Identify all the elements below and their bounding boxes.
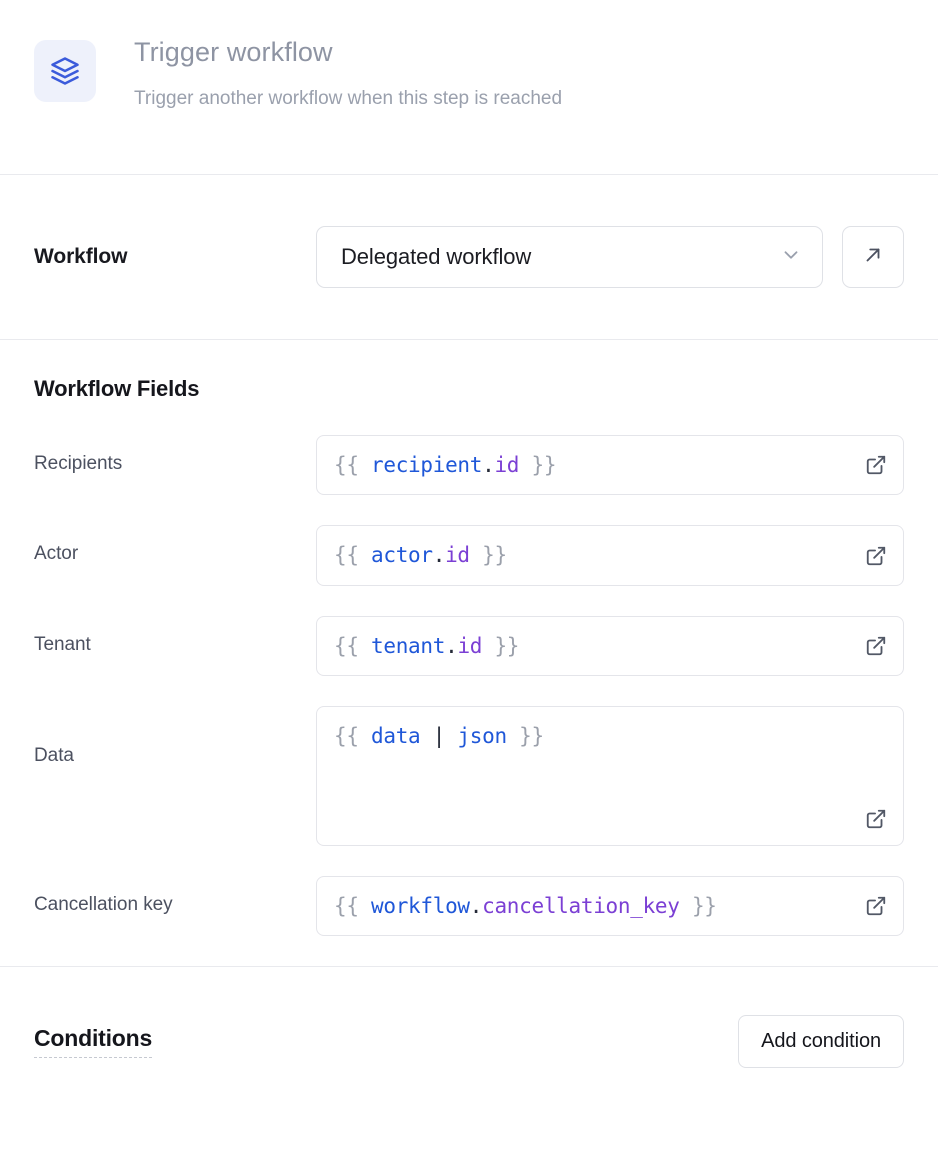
divider-workflow — [0, 339, 938, 340]
workflow-select-value: Delegated workflow — [341, 244, 532, 269]
template-input-data[interactable]: {{ data | json }} — [316, 706, 904, 847]
template-input-actor[interactable]: {{ actor.id }} — [316, 525, 904, 586]
field-row: Data {{ data | json }} — [34, 706, 904, 847]
workflow-select[interactable]: Delegated workflow — [316, 226, 823, 288]
workflow-row: Workflow Delegated workflow — [0, 175, 938, 339]
external-link-icon[interactable] — [865, 545, 887, 567]
open-workflow-button[interactable] — [842, 226, 904, 288]
external-link-icon[interactable] — [865, 635, 887, 657]
template-code-text: {{ actor.id }} — [334, 543, 507, 568]
field-label: Data — [34, 745, 74, 767]
field-row: Recipients {{ recipient.id }} — [34, 435, 904, 496]
panel-header: Trigger workflow Trigger another workflo… — [0, 0, 938, 174]
page-subtitle: Trigger another workflow when this step … — [134, 87, 563, 109]
conditions-title[interactable]: Conditions — [34, 1025, 152, 1058]
conditions-section: Conditions Add condition — [0, 967, 938, 1115]
field-label: Actor — [34, 543, 79, 565]
external-link-icon[interactable] — [865, 454, 887, 476]
field-label: Tenant — [34, 633, 91, 655]
field-row: Actor {{ actor.id }} — [34, 525, 904, 586]
add-condition-button[interactable]: Add condition — [738, 1014, 904, 1068]
external-link-icon[interactable] — [865, 895, 887, 917]
field-label: Cancellation key — [34, 894, 173, 916]
workflow-fields-list: Recipients {{ recipient.id }} Actor {{ acto… — [34, 435, 904, 937]
template-code-text: {{ workflow.cancellation_key }} — [334, 894, 717, 919]
template-input-cancellation-key[interactable]: {{ workflow.cancellation_key }} — [316, 876, 904, 937]
workflow-controls: Delegated workflow — [316, 226, 904, 288]
layers-icon — [34, 40, 96, 102]
external-link-icon[interactable] — [865, 808, 887, 830]
divider-header — [0, 174, 938, 175]
workflow-fields-heading: Workflow Fields — [34, 376, 200, 401]
arrow-up-right-icon — [862, 244, 884, 271]
field-row: Tenant {{ tenant.id }} — [34, 615, 904, 677]
page-title: Trigger workflow — [134, 37, 333, 67]
chevron-down-icon — [780, 244, 802, 271]
field-row: Cancellation key {{ workflow.cancellation… — [34, 876, 904, 937]
template-input-recipients[interactable]: {{ recipient.id }} — [316, 435, 904, 496]
workflow-label: Workflow — [34, 245, 128, 268]
workflow-fields-section: Workflow Fields Recipients {{ recipient.i… — [0, 340, 938, 966]
field-label: Recipients — [34, 453, 123, 474]
template-code-text: {{ data | json }} — [334, 724, 544, 749]
divider-fields — [0, 966, 938, 968]
template-code-text: {{ recipient.id }} — [334, 453, 557, 477]
template-input-tenant[interactable]: {{ tenant.id }} — [316, 615, 904, 677]
template-code-text: {{ tenant.id }} — [334, 633, 520, 658]
workflow-label-col: Workflow — [34, 245, 316, 269]
header-text-block: Trigger workflow Trigger another workflo… — [134, 34, 562, 111]
